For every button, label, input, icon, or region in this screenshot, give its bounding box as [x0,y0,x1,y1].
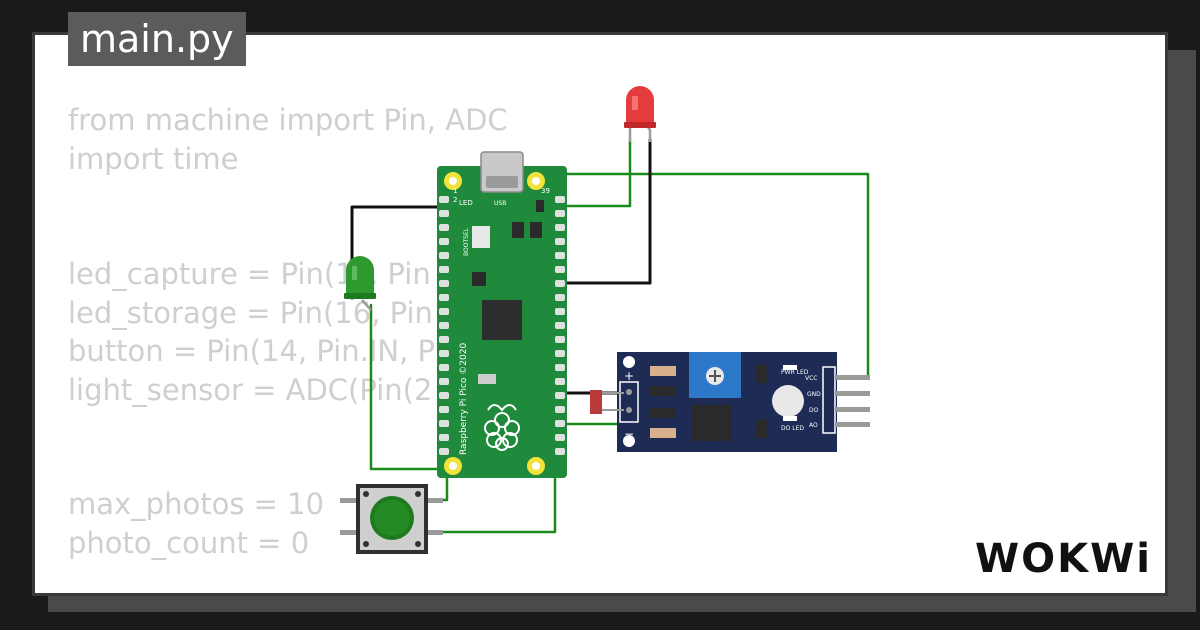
pwr-led-label: PWR LED [781,369,809,376]
ao-pin-label: AO [809,422,818,429]
photoresistor-module[interactable]: + − PWR LED DO LED VCC GND DO AO [590,352,870,452]
bootsel-label: BOOTSEL [463,227,470,256]
rp2040-chip [482,300,522,340]
wire-green-led-anode[interactable] [369,303,447,471]
pico-pin-headers [439,196,565,455]
sensor-plus-label: + [624,369,634,383]
ldr-icon [590,390,602,414]
wokwi-logo-text: WOKWi [975,536,1152,582]
bootsel-button[interactable] [472,226,490,248]
wire-red-led-anode[interactable] [550,138,632,208]
wokwi-logo: WOKWi [975,536,1152,582]
code-line: light_sensor = ADC(Pin(2 [68,373,433,407]
usb-label: USB [494,200,506,207]
code-line: led_storage = Pin(16, Pin [68,296,433,330]
file-tab[interactable]: main.py [68,12,246,66]
pin1-label: 1 [453,187,457,195]
gnd-pin-label: GND [807,391,821,398]
red-led[interactable] [624,86,656,142]
sensor-minus-label: − [624,427,634,441]
push-button[interactable] [340,484,443,554]
do-led-label: DO LED [781,425,804,432]
do-pin-label: DO [809,407,819,414]
board-name: Raspberry Pi Pico ©2020 [459,343,469,455]
pin2-label: 2 [453,196,457,204]
code-line: led_capture = Pin(1?, Pin [68,257,431,291]
simulation-canvas[interactable] [32,32,1168,596]
vcc-pin-label: VCC [805,375,817,382]
code-line: max_photos = 10 [68,487,325,521]
wire-vcc[interactable] [550,172,870,379]
sensor-pin-headers [835,375,870,427]
code-line: from machine import Pin, ADC [68,103,508,137]
code-line: import time [68,142,239,176]
pin39-label: 39 [541,187,550,195]
code-line: photo_count = 0 [68,526,310,560]
raspberry-logo-icon [484,404,520,451]
green-led[interactable] [344,256,376,311]
wire-button-gpio[interactable] [428,474,449,502]
pico-board[interactable]: 1 2 39 LED USB BOOTSEL Raspberry Pi Pico… [437,151,567,478]
comparator-chip [692,405,732,441]
led-label: LED [459,199,473,207]
